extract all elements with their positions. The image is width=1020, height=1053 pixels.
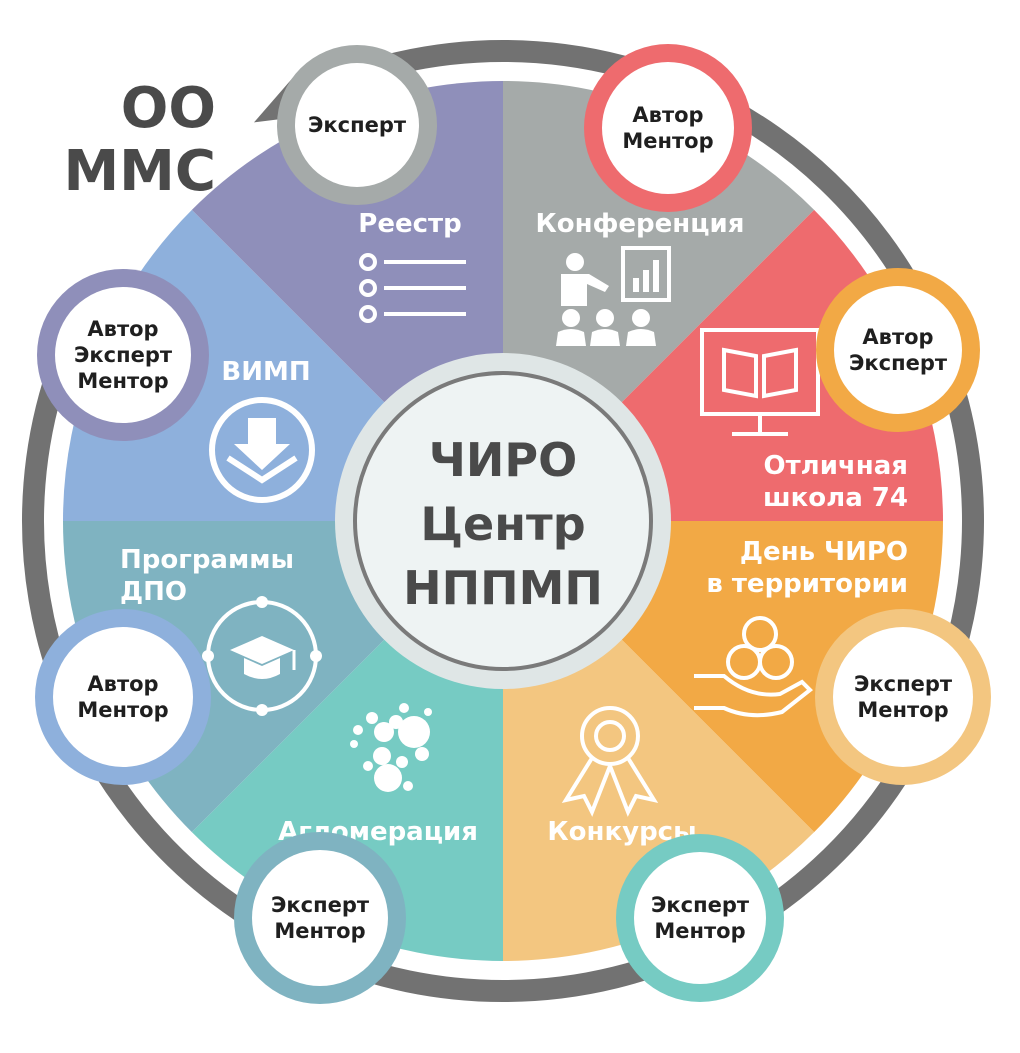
role-label: Автор xyxy=(87,672,158,696)
role-label: Ментор xyxy=(857,698,948,722)
role-bubble xyxy=(602,62,734,194)
role-bubble xyxy=(295,63,419,187)
segment-label: Реестр xyxy=(358,209,461,239)
molecules-icon xyxy=(350,703,432,792)
corner-label: ОО ММС xyxy=(63,76,216,204)
role-bubble xyxy=(634,852,766,984)
role-label: Эксперт xyxy=(271,893,370,917)
role-label: Ментор xyxy=(622,129,713,153)
award-ribbon-icon xyxy=(561,706,659,817)
role-bubble xyxy=(252,850,388,986)
segment-label: ВИМП xyxy=(221,357,310,387)
corner-label-line-1: ОО xyxy=(121,76,216,141)
role-label: Эксперт xyxy=(854,672,953,696)
role-label: Автор xyxy=(87,317,158,341)
graduation-cap-icon xyxy=(202,596,322,716)
role-label: Ментор xyxy=(274,919,365,943)
segment-label: Отличная xyxy=(764,451,909,481)
segment-label: в территории xyxy=(706,569,908,599)
center-circle xyxy=(353,371,653,671)
role-label: Ментор xyxy=(77,698,168,722)
corner-label-line-2: ММС xyxy=(63,139,216,204)
role-bubble xyxy=(833,627,973,767)
hand-coins-icon xyxy=(694,616,814,718)
center-line-2: Центр xyxy=(420,497,585,551)
center-line-3: НППМП xyxy=(403,561,603,615)
role-bubble xyxy=(53,627,193,767)
segment-label: Конференция xyxy=(536,209,745,239)
presentation-icon xyxy=(556,246,671,346)
segment-label: школа 74 xyxy=(763,483,908,513)
segment-label: День ЧИРО xyxy=(740,537,908,567)
role-label: Автор xyxy=(632,103,703,127)
center-line-1: ЧИРО xyxy=(429,433,578,487)
role-label: Эксперт xyxy=(849,351,948,375)
role-bubble xyxy=(834,286,962,414)
role-label: Эксперт xyxy=(308,113,407,137)
center-title: ЧИРО Центр НППМП xyxy=(403,433,603,615)
role-label: Автор xyxy=(862,325,933,349)
role-label: Эксперт xyxy=(74,343,173,367)
role-bubble xyxy=(55,287,191,423)
role-label: Эксперт xyxy=(651,893,750,917)
book-monitor-icon xyxy=(700,328,820,436)
role-label: Ментор xyxy=(77,369,168,393)
segment-label: Программы xyxy=(120,545,294,575)
segment-label: ДПО xyxy=(120,577,187,607)
role-label: Ментор xyxy=(654,919,745,943)
list-icon xyxy=(359,253,466,323)
download-layers-icon xyxy=(209,397,315,503)
icons-group xyxy=(202,246,820,817)
